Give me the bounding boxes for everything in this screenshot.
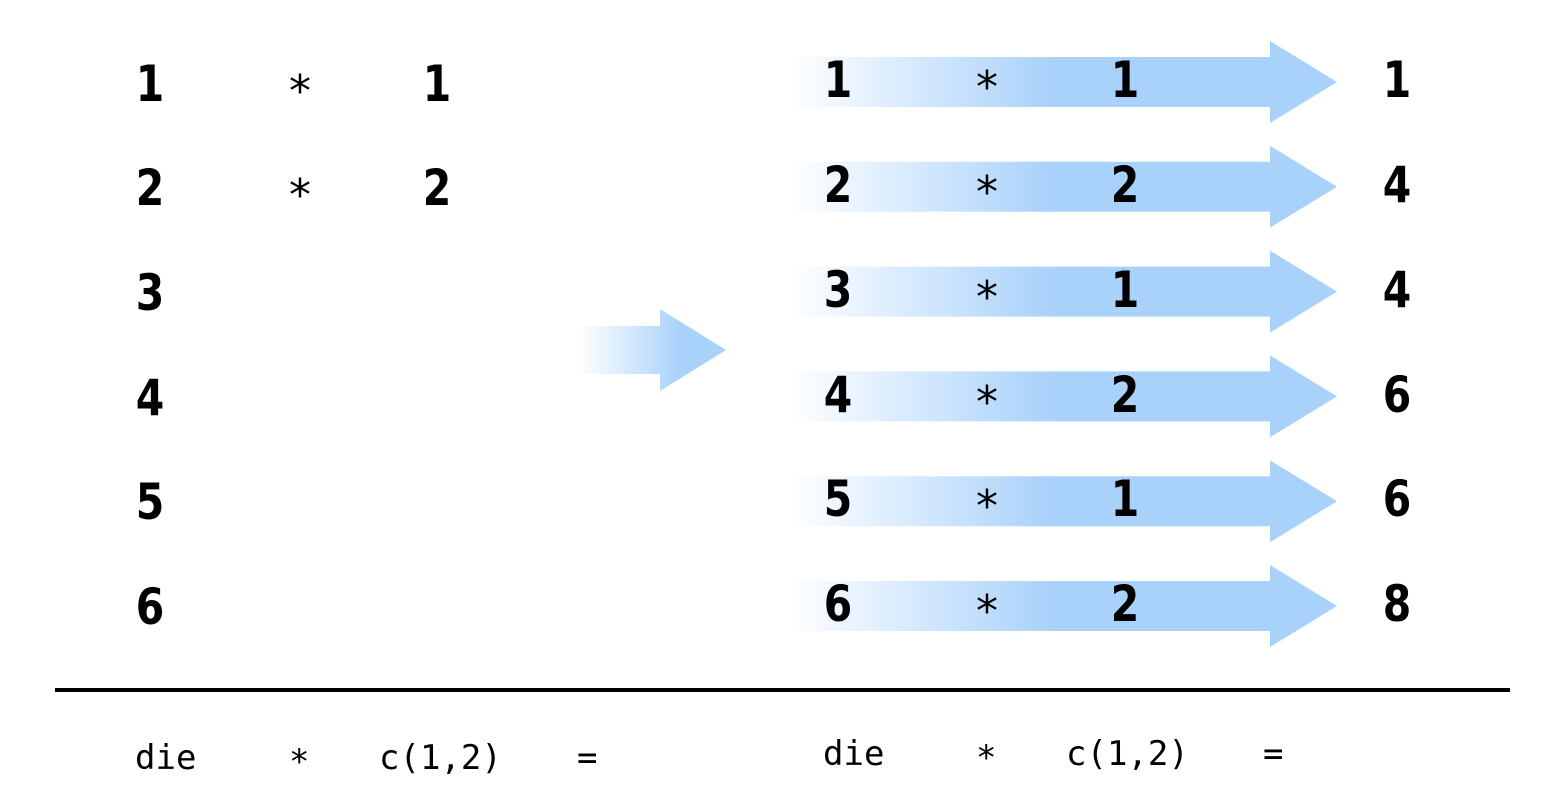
- right-result-value: 4: [1382, 156, 1412, 214]
- right-times-operator: *: [973, 586, 1001, 637]
- left-times-operator: *: [286, 66, 314, 117]
- left-die-value: 3: [135, 264, 165, 322]
- left-die-value: 6: [135, 578, 165, 636]
- left-die-value: 1: [135, 55, 165, 113]
- right-result-value: 4: [1382, 261, 1412, 319]
- right-multiplier-value: 2: [1110, 366, 1140, 424]
- row-arrow-icon: [790, 41, 1337, 123]
- row-arrow-icon: [790, 145, 1337, 228]
- right-die-value: 6: [823, 575, 853, 633]
- row-arrow-icon: [790, 355, 1337, 438]
- right-multiplier-value: 1: [1110, 470, 1140, 528]
- row-arrow-icon: [790, 565, 1337, 647]
- right-result-value: 8: [1382, 575, 1412, 633]
- right-result-value: 1: [1382, 51, 1412, 109]
- left-die-value: 5: [135, 473, 165, 531]
- row-arrow-icon: [790, 460, 1337, 543]
- right-multiplier-value: 1: [1110, 51, 1140, 109]
- left-die-value: 2: [135, 159, 165, 217]
- code-right-vec: c(1,2): [1066, 734, 1189, 774]
- left-times-operator: *: [286, 170, 314, 221]
- right-die-value: 2: [823, 156, 853, 214]
- code-left-vec: c(1,2): [379, 738, 502, 778]
- divider-rule: [55, 688, 1510, 692]
- right-die-value: 4: [823, 366, 853, 424]
- row-arrows: [790, 41, 1337, 647]
- right-die-value: 5: [823, 470, 853, 528]
- code-left-var: die: [135, 738, 197, 778]
- left-multiplier-value: 2: [422, 159, 452, 217]
- right-multiplier-value: 1: [1110, 261, 1140, 319]
- right-multiplier-value: 2: [1110, 156, 1140, 214]
- right-result-value: 6: [1382, 366, 1412, 424]
- right-times-operator: *: [973, 62, 1001, 113]
- right-times-operator: *: [973, 481, 1001, 532]
- right-times-operator: *: [973, 272, 1001, 323]
- right-die-value: 1: [823, 51, 853, 109]
- left-die-value: 4: [135, 369, 165, 427]
- code-right-var: die: [823, 734, 885, 774]
- code-left-op: *: [289, 742, 310, 782]
- row-arrow-icon: [790, 250, 1337, 333]
- code-right-op: *: [976, 738, 997, 778]
- left-multiplier-value: 1: [422, 55, 452, 113]
- code-left-eq: =: [577, 738, 598, 778]
- right-times-operator: *: [973, 167, 1001, 218]
- right-result-value: 6: [1382, 470, 1412, 528]
- right-times-operator: *: [973, 377, 1001, 428]
- right-multiplier-value: 2: [1110, 575, 1140, 633]
- code-right-eq: =: [1263, 734, 1284, 774]
- right-die-value: 3: [823, 261, 853, 319]
- transform-arrow-icon: [578, 309, 726, 391]
